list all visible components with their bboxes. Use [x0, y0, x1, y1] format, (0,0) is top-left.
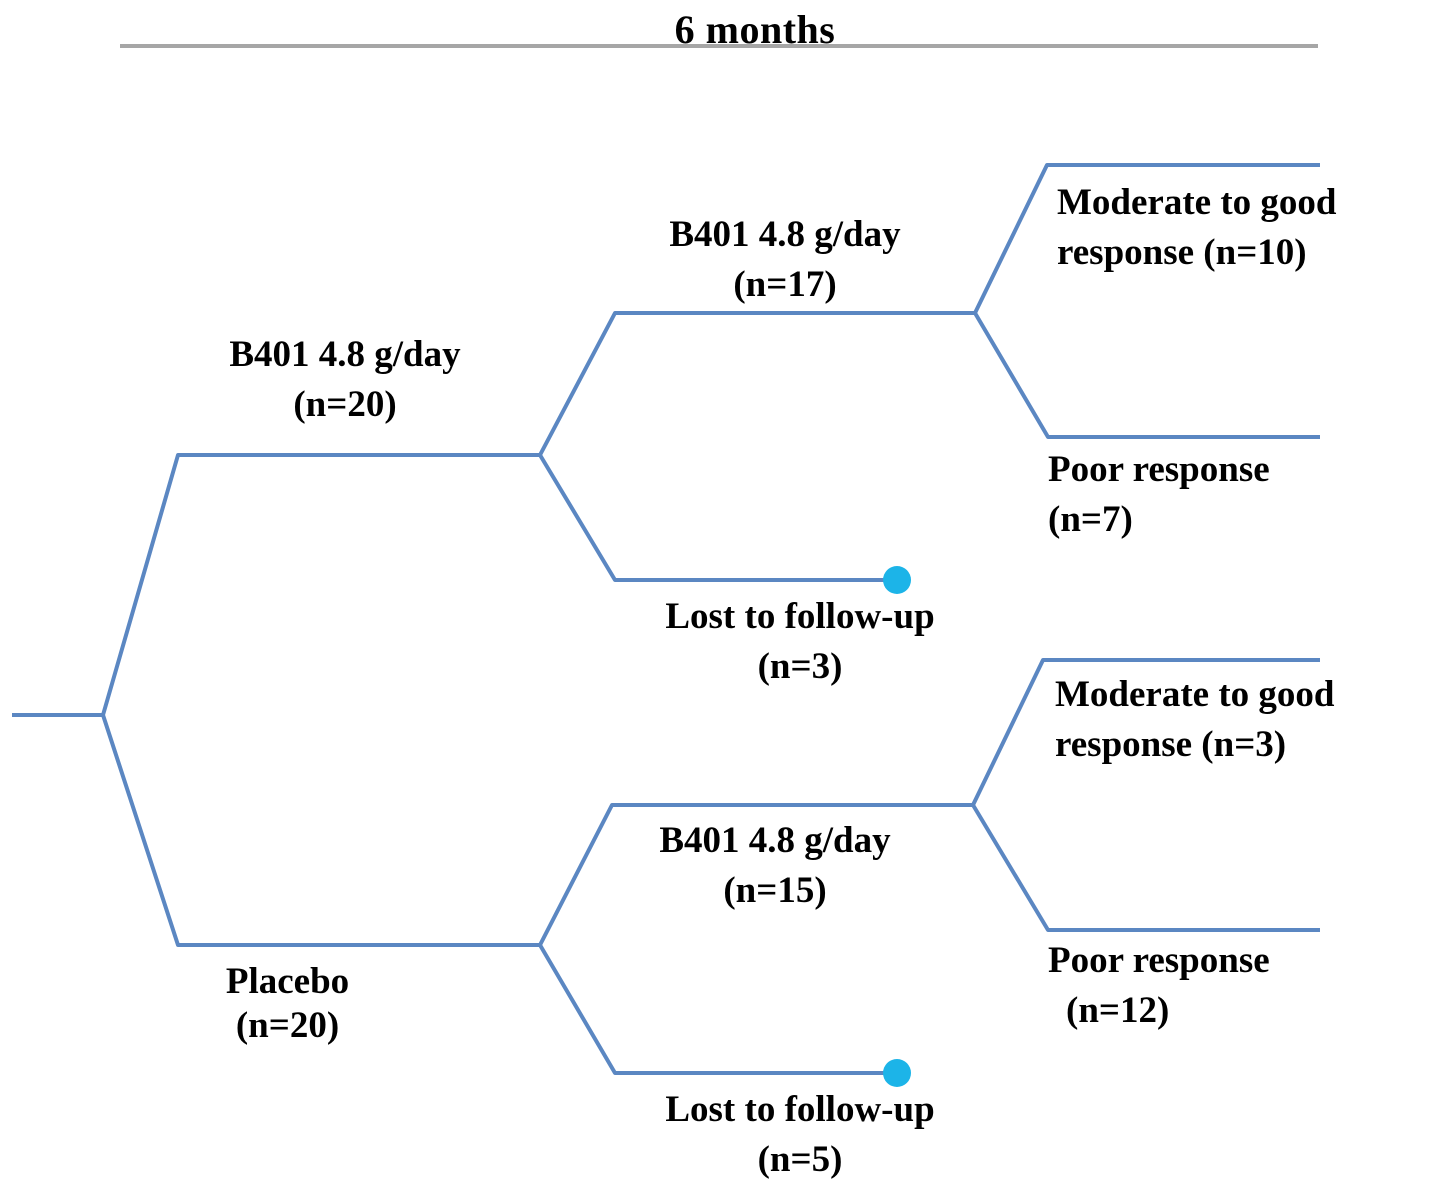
node-label-line: response (n=10) — [1057, 232, 1307, 273]
node-label-b401-continued: B401 4.8 g/day (n=17) — [620, 210, 950, 310]
node-label-line: Poor response — [1048, 940, 1270, 981]
node-label-line: Moderate to good — [1055, 674, 1335, 715]
node-label-line: (n=3) — [757, 646, 843, 687]
node-label-line: (n=12) — [1066, 990, 1170, 1031]
edge-placebo-to-b401 — [538, 803, 973, 946]
node-label-line: B401 4.8 g/day — [229, 334, 461, 375]
lost-followup-dot-b401 — [883, 566, 911, 594]
node-label-line: Moderate to good — [1057, 182, 1337, 223]
edge-b401-to-poor — [973, 311, 1320, 439]
edge-placebo-to-poor — [971, 803, 1320, 932]
node-label-b401-lost: Lost to follow-up (n=3) — [630, 592, 970, 692]
node-label-line: (n=15) — [723, 870, 827, 911]
node-label-placebo-poor: Poor response (n=12) — [1048, 936, 1270, 1036]
node-label-line: Lost to follow-up — [665, 596, 935, 637]
node-label-line: (n=20) — [235, 1005, 340, 1046]
edge-placebo-to-moderate — [971, 658, 1320, 806]
edge-root-to-b401-arm — [101, 453, 540, 716]
node-label-line: B401 4.8 g/day — [669, 214, 901, 255]
edge-b401-to-lost — [538, 453, 890, 582]
node-label-placebo-arm: Placebo (n=20) — [180, 960, 395, 1048]
node-label-line: (n=7) — [1048, 499, 1133, 540]
lost-followup-dot-placebo — [883, 1059, 911, 1087]
edge-b401-to-moderate — [973, 163, 1320, 314]
edge-placebo-to-lost — [538, 943, 890, 1075]
node-label-line: Lost to follow-up — [665, 1089, 935, 1130]
node-label-b401-arm: B401 4.8 g/day (n=20) — [180, 330, 510, 430]
node-label-line: (n=17) — [733, 264, 837, 305]
node-label-line: Placebo — [225, 961, 350, 1002]
node-label-placebo-lost: Lost to follow-up (n=5) — [630, 1085, 970, 1182]
node-label-line: Poor response — [1048, 449, 1270, 490]
node-label-line: B401 4.8 g/day — [659, 820, 891, 861]
node-label-b401-poor: Poor response (n=7) — [1048, 445, 1270, 545]
node-label-placebo-b401: B401 4.8 g/day (n=15) — [620, 816, 930, 916]
edge-root-to-placebo-arm — [101, 714, 540, 947]
edge-b401-to-continued — [538, 311, 975, 456]
node-label-line: (n=20) — [293, 384, 397, 425]
node-label-placebo-moderate: Moderate to good response (n=3) — [1055, 670, 1335, 770]
node-label-b401-moderate: Moderate to good response (n=10) — [1057, 178, 1337, 278]
node-label-line: response (n=3) — [1055, 724, 1287, 765]
node-label-line: (n=5) — [757, 1139, 843, 1180]
